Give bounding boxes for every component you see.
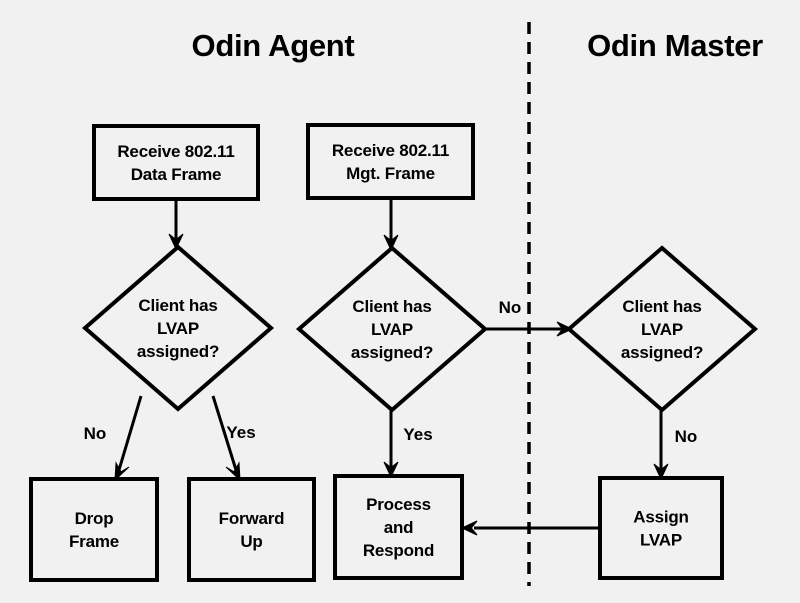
edge-master-no-assign-arrowhead	[653, 463, 669, 481]
edge-master-no-assign: No	[653, 410, 698, 481]
node-assign-lvap-label-line-1: LVAP	[640, 531, 682, 550]
edge-agent-data-no-drop-arrowhead	[114, 461, 130, 482]
edge-agent-mgt-yes-process-label: Yes	[403, 425, 432, 444]
edge-data-frame-to-check	[168, 199, 184, 251]
edge-mgt-frame-to-check-arrowhead	[383, 234, 399, 252]
edge-agent-mgt-yes-process-arrowhead	[383, 461, 399, 479]
node-forward-up-box[interactable]	[187, 477, 316, 582]
node-assign-lvap-label-line-0: Assign	[633, 508, 688, 527]
node-agent-data-lvap-check-label-line-1: LVAP	[157, 319, 199, 338]
column-title-master: Odin Master	[587, 28, 763, 63]
edge-agent-mgt-no-master-label: No	[499, 298, 522, 317]
node-receive-mgt-frame-label-line-0: Receive 802.11	[332, 141, 449, 160]
node-agent-data-lvap-check-label-line-0: Client has	[138, 296, 217, 315]
node-drop-frame-box[interactable]	[29, 477, 159, 582]
node-agent-mgt-lvap-check-diamond[interactable]	[295, 245, 489, 413]
node-receive-mgt-frame-label-line-1: Mgt. Frame	[346, 164, 435, 183]
column-titles: Odin Agent Odin Master	[192, 28, 764, 63]
node-process-and-respond-label-line-2: Respond	[363, 541, 434, 560]
edge-agent-mgt-yes-process: Yes	[383, 410, 433, 479]
edge-data-frame-to-check-arrowhead	[168, 233, 184, 251]
node-receive-data-frame-label-line-0: Receive 802.11	[117, 142, 234, 161]
edge-master-no-assign-label: No	[675, 427, 698, 446]
node-process-and-respond-box[interactable]	[333, 474, 464, 580]
node-agent-mgt-lvap-check-label-line-1: LVAP	[371, 320, 413, 339]
edge-agent-data-yes-forward-label: Yes	[226, 423, 255, 442]
node-process-and-respond-label-line-0: Process	[366, 495, 431, 514]
node-drop-frame-label-line-0: Drop	[75, 509, 114, 528]
node-agent-mgt-lvap-check-label-line-2: assigned?	[351, 343, 433, 362]
column-title-agent: Odin Agent	[192, 28, 355, 63]
edge-agent-mgt-no-master: No	[485, 298, 574, 337]
node-agent-data-lvap-check-label-line-2: assigned?	[137, 342, 219, 361]
node-agent-data-lvap-check-diamond[interactable]	[81, 244, 275, 412]
node-forward-up-label-line-1: Up	[240, 532, 262, 551]
node-agent-mgt-lvap-check-label-line-0: Client has	[352, 297, 431, 316]
edge-agent-data-no-drop: No	[84, 395, 143, 482]
edge-mgt-frame-to-check	[383, 198, 399, 252]
node-master-lvap-check-label-line-2: assigned?	[621, 343, 703, 362]
node-master-lvap-check-label-line-0: Client has	[622, 297, 701, 316]
edge-agent-data-no-drop-line	[117, 395, 143, 471]
edge-agent-data-yes-forward-line	[211, 395, 238, 471]
edge-agent-data-yes-forward-arrowhead	[225, 461, 241, 482]
node-assign-lvap-box[interactable]	[598, 476, 724, 580]
edge-agent-mgt-no-master-arrowhead	[556, 321, 574, 337]
edge-agent-data-no-drop-label: No	[84, 424, 107, 443]
node-forward-up-label-line-0: Forward	[219, 509, 285, 528]
edge-agent-data-yes-forward: Yes	[211, 395, 256, 482]
edge-assign-to-process-arrowhead	[460, 520, 478, 536]
edge-assign-to-process	[460, 520, 600, 536]
node-receive-data-frame-box[interactable]	[92, 124, 260, 201]
node-master-lvap-check-label-line-1: LVAP	[641, 320, 683, 339]
node-process-and-respond-label-line-1: and	[384, 518, 414, 537]
node-master-lvap-check-diamond[interactable]	[565, 245, 759, 413]
node-receive-mgt-frame-box[interactable]	[306, 123, 475, 200]
node-drop-frame-label-line-1: Frame	[69, 532, 119, 551]
node-receive-data-frame-label-line-1: Data Frame	[131, 165, 222, 184]
